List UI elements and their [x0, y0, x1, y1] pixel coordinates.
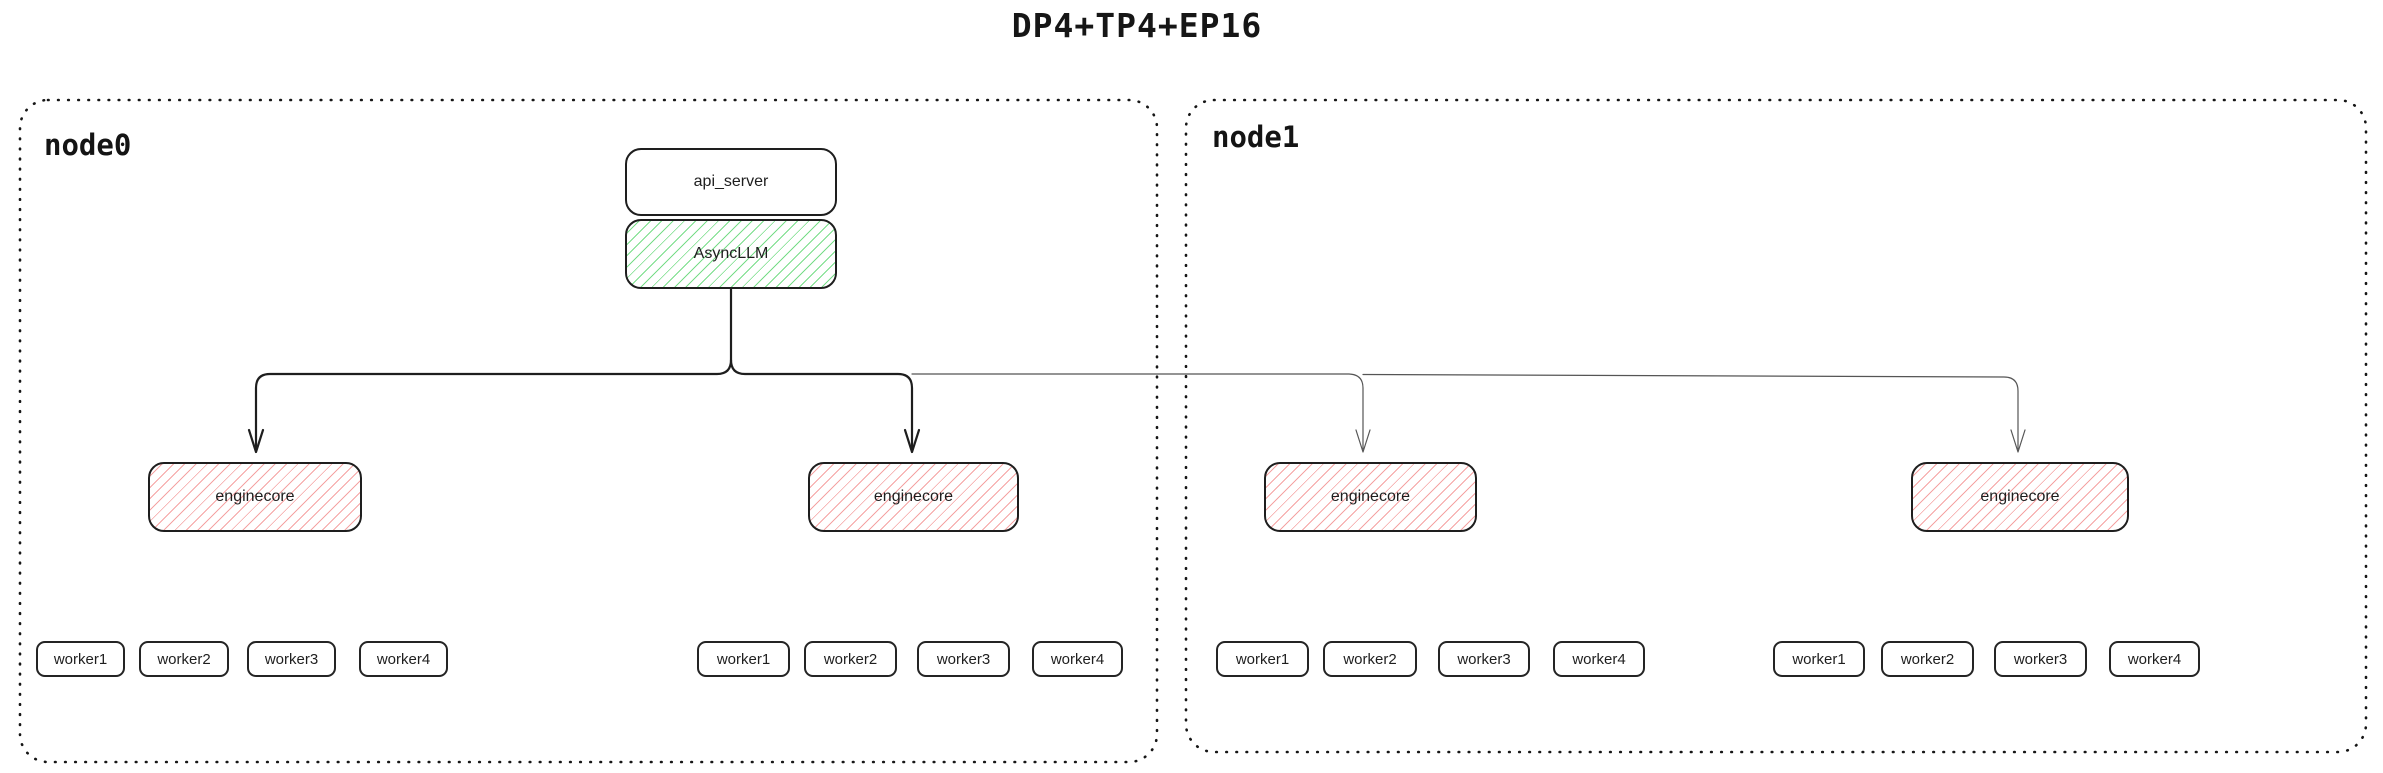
arrow-asyncllm-to-enginecore-a — [247, 287, 733, 454]
enginecore-box-node1-2: enginecore — [1911, 462, 2129, 532]
worker-box: worker2 — [1881, 641, 1974, 677]
worker-box: worker4 — [1553, 641, 1645, 677]
asyncllm-box: AsyncLLM — [625, 219, 837, 289]
enginecore-box-node1-1: enginecore — [1264, 462, 1477, 532]
worker-box: worker2 — [804, 641, 897, 677]
arrow-asyncllm-to-enginecore-c — [911, 373, 1371, 453]
worker-box: worker1 — [697, 641, 790, 677]
worker-box: worker3 — [247, 641, 336, 677]
asyncllm-label: AsyncLLM — [693, 245, 769, 262]
worker-box: worker1 — [1216, 641, 1309, 677]
api-server-label: api_server — [693, 173, 769, 190]
worker-box: worker4 — [359, 641, 448, 677]
worker-box: worker2 — [139, 641, 229, 677]
node0-label: node0 — [44, 128, 132, 162]
worker-box: worker3 — [1438, 641, 1530, 677]
enginecore-label: enginecore — [873, 488, 954, 505]
node1-label: node1 — [1212, 120, 1300, 154]
worker-box: worker4 — [1032, 641, 1123, 677]
arrow-asyncllm-to-enginecore-b — [729, 358, 921, 454]
arrow-asyncllm-to-enginecore-d — [1362, 373, 2026, 453]
worker-box: worker1 — [1773, 641, 1865, 677]
enginecore-label: enginecore — [1980, 488, 2060, 505]
diagram-title: DP4+TP4+EP16 — [1011, 6, 1263, 45]
enginecore-box-node0-2: enginecore — [808, 462, 1019, 532]
worker-box: worker3 — [1994, 641, 2087, 677]
worker-box: worker1 — [36, 641, 125, 677]
enginecore-label: enginecore — [215, 488, 295, 505]
worker-box: worker3 — [917, 641, 1010, 677]
enginecore-label: enginecore — [1330, 488, 1411, 505]
enginecore-box-node0-1: enginecore — [148, 462, 362, 532]
worker-box: worker4 — [2109, 641, 2200, 677]
api-server-box: api_server — [625, 148, 837, 216]
worker-box: worker2 — [1323, 641, 1417, 677]
